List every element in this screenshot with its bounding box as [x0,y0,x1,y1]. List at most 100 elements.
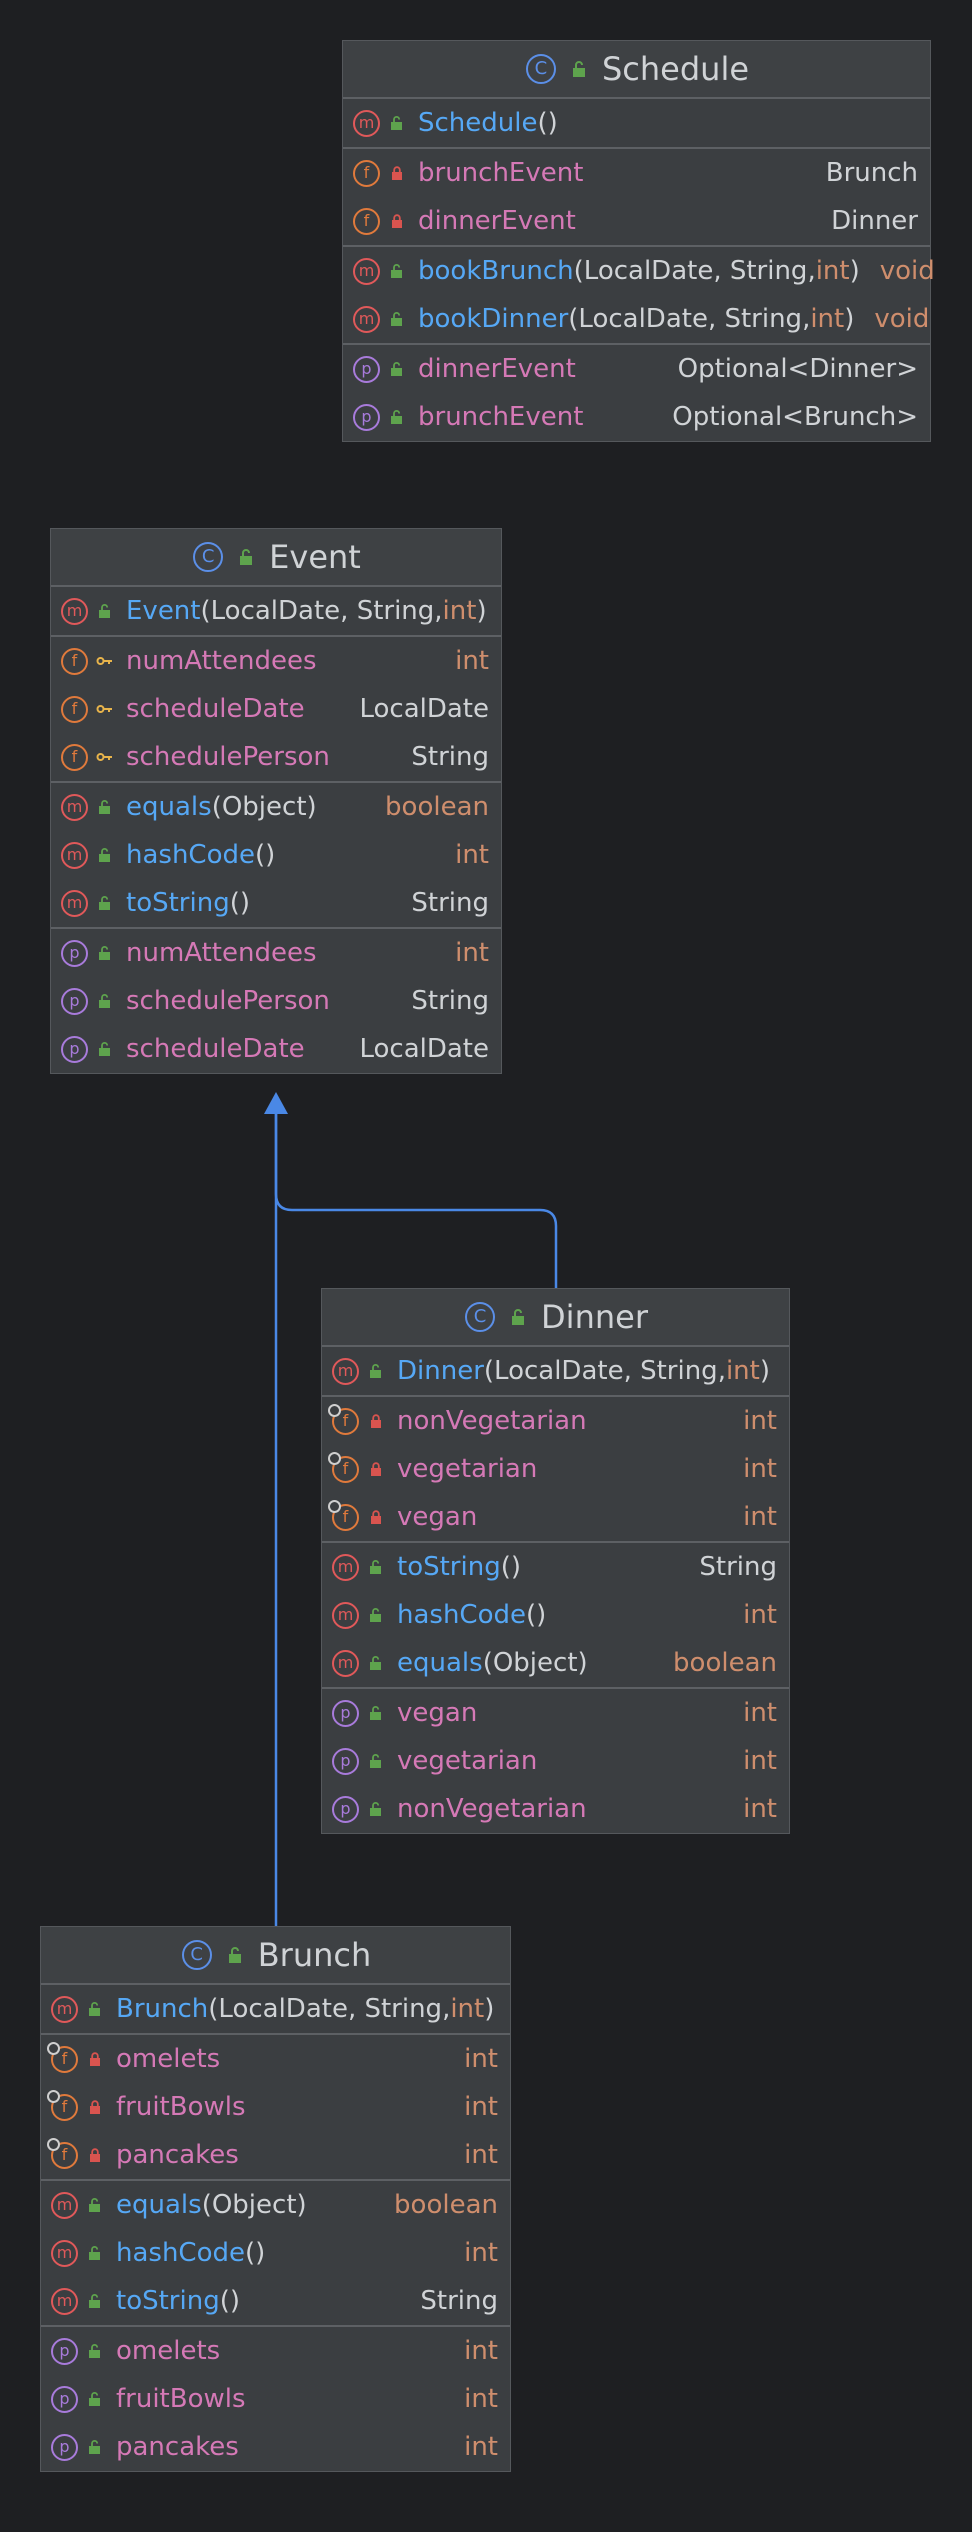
property-row[interactable]: p dinnerEvent Optional<Dinner> [343,345,930,393]
method-row[interactable]: m equals (Object) boolean [51,783,501,831]
dinner-extends-event-arrow [274,1110,558,1288]
property-row[interactable]: p numAttendees int [51,929,501,977]
member-type: int [464,2432,498,2462]
property-icon: p [51,2385,78,2413]
method-row[interactable]: m hashCode () int [51,831,501,879]
property-icon: p [61,987,88,1015]
class-brunch[interactable]: C Brunch m Brunch (LocalDate, String, in… [40,1926,511,2472]
member-type: int [743,1406,777,1436]
property-row[interactable]: p schedulePerson String [51,977,501,1025]
private-icon [384,165,410,181]
final-field-icon: f [47,2137,78,2169]
member-args-close: ) [849,256,860,286]
field-row[interactable]: f nonVegetarian int [322,1397,789,1445]
constructor-row[interactable]: m Brunch (LocalDate, String, int ) [41,1985,510,2033]
method-icon: m [61,889,88,917]
public-icon [233,548,259,566]
field-row[interactable]: f schedulePerson String [51,733,501,781]
property-row[interactable]: p pancakes int [41,2423,510,2471]
field-row[interactable]: f brunchEvent Brunch [343,149,930,197]
public-icon [92,1041,118,1057]
properties-section: p numAttendees int p schedulePerson Stri… [51,929,501,1073]
member-args: (LocalDate, String, [483,1356,726,1386]
constructor-row[interactable]: m Event (LocalDate, String, int ) [51,587,501,635]
property-row[interactable]: p nonVegetarian int [322,1785,789,1833]
field-row[interactable]: f pancakes int [41,2131,510,2179]
public-icon [92,993,118,1009]
public-icon [384,409,410,425]
method-row[interactable]: m equals (Object) boolean [41,2181,510,2229]
member-type: int [455,646,489,676]
member-name: vegetarian [397,1454,538,1484]
member-type: boolean [673,1648,777,1678]
property-row[interactable]: p omelets int [41,2327,510,2375]
member-type: int [743,1454,777,1484]
method-row[interactable]: m toString () String [41,2277,510,2325]
methods-section: m equals (Object) boolean m hashCode () … [51,783,501,929]
public-icon [363,1607,389,1623]
method-icon: m [332,1553,359,1581]
method-row[interactable]: m equals (Object) boolean [322,1639,789,1687]
private-icon [384,213,410,229]
field-row[interactable]: f numAttendees int [51,637,501,685]
class-schedule[interactable]: C Schedule m Schedule () f brunchEvent B… [342,40,935,442]
public-icon [384,311,410,327]
property-icon: p [51,2337,78,2365]
member-type: boolean [385,792,489,822]
key-icon [92,655,118,667]
field-row[interactable]: f scheduleDate LocalDate [51,685,501,733]
class-event[interactable]: C Event m Event (LocalDate, String, int … [50,528,502,1074]
class-name: Schedule [601,50,750,88]
member-name: equals [397,1648,483,1678]
property-row[interactable]: p brunchEvent Optional<Brunch> [343,393,930,441]
method-row[interactable]: m hashCode () int [41,2229,510,2277]
member-name: omelets [116,2336,221,2366]
public-icon [92,847,118,863]
property-row[interactable]: p fruitBowls int [41,2375,510,2423]
field-row[interactable]: f vegan int [322,1493,789,1541]
private-icon [82,2051,108,2067]
member-type: int [464,2140,498,2170]
member-type: boolean [394,2190,498,2220]
member-name: vegan [397,1502,478,1532]
method-row[interactable]: m hashCode () int [322,1591,789,1639]
method-row[interactable]: m bookBrunch (LocalDate, String, int ) v… [343,247,935,295]
member-name: schedulePerson [126,742,330,772]
member-type: int [743,1502,777,1532]
method-row[interactable]: m toString () String [322,1543,789,1591]
constructor-row[interactable]: m Schedule () [343,99,930,147]
constructor-row[interactable]: m Dinner (LocalDate, String, int ) [322,1347,789,1395]
method-row[interactable]: m toString () String [51,879,501,927]
method-icon: m [51,1995,78,2023]
member-name: fruitBowls [116,2092,246,2122]
member-name: brunchEvent [418,158,584,188]
private-icon [363,1509,389,1525]
class-dinner[interactable]: C Dinner m Dinner (LocalDate, String, in… [321,1288,790,1834]
member-type: Optional<Brunch> [672,402,918,432]
method-icon: m [353,305,380,333]
constructors-section: m Event (LocalDate, String, int ) [51,587,501,637]
field-row[interactable]: f fruitBowls int [41,2083,510,2131]
member-args-close: ) [476,596,487,626]
member-name: hashCode [116,2238,245,2268]
member-args-keyword: int [810,304,845,334]
property-row[interactable]: p vegan int [322,1689,789,1737]
class-name: Dinner [541,1298,648,1336]
member-args: (LocalDate, String, [208,1994,451,2024]
method-icon: m [61,793,88,821]
field-row[interactable]: f dinnerEvent Dinner [343,197,930,245]
member-args: () [245,2238,266,2268]
property-row[interactable]: p scheduleDate LocalDate [51,1025,501,1073]
method-row[interactable]: m bookDinner (LocalDate, String, int ) v… [343,295,930,343]
property-row[interactable]: p vegetarian int [322,1737,789,1785]
member-name: hashCode [397,1600,526,1630]
public-icon [82,2197,108,2213]
member-name: toString [397,1552,501,1582]
class-icon: C [193,542,224,572]
fields-section: f nonVegetarian int f vegetarian int f v… [322,1397,789,1543]
final-field-icon: f [328,1451,359,1483]
field-row[interactable]: f vegetarian int [322,1445,789,1493]
member-name: equals [116,2190,202,2220]
field-row[interactable]: f omelets int [41,2035,510,2083]
public-icon [92,799,118,815]
